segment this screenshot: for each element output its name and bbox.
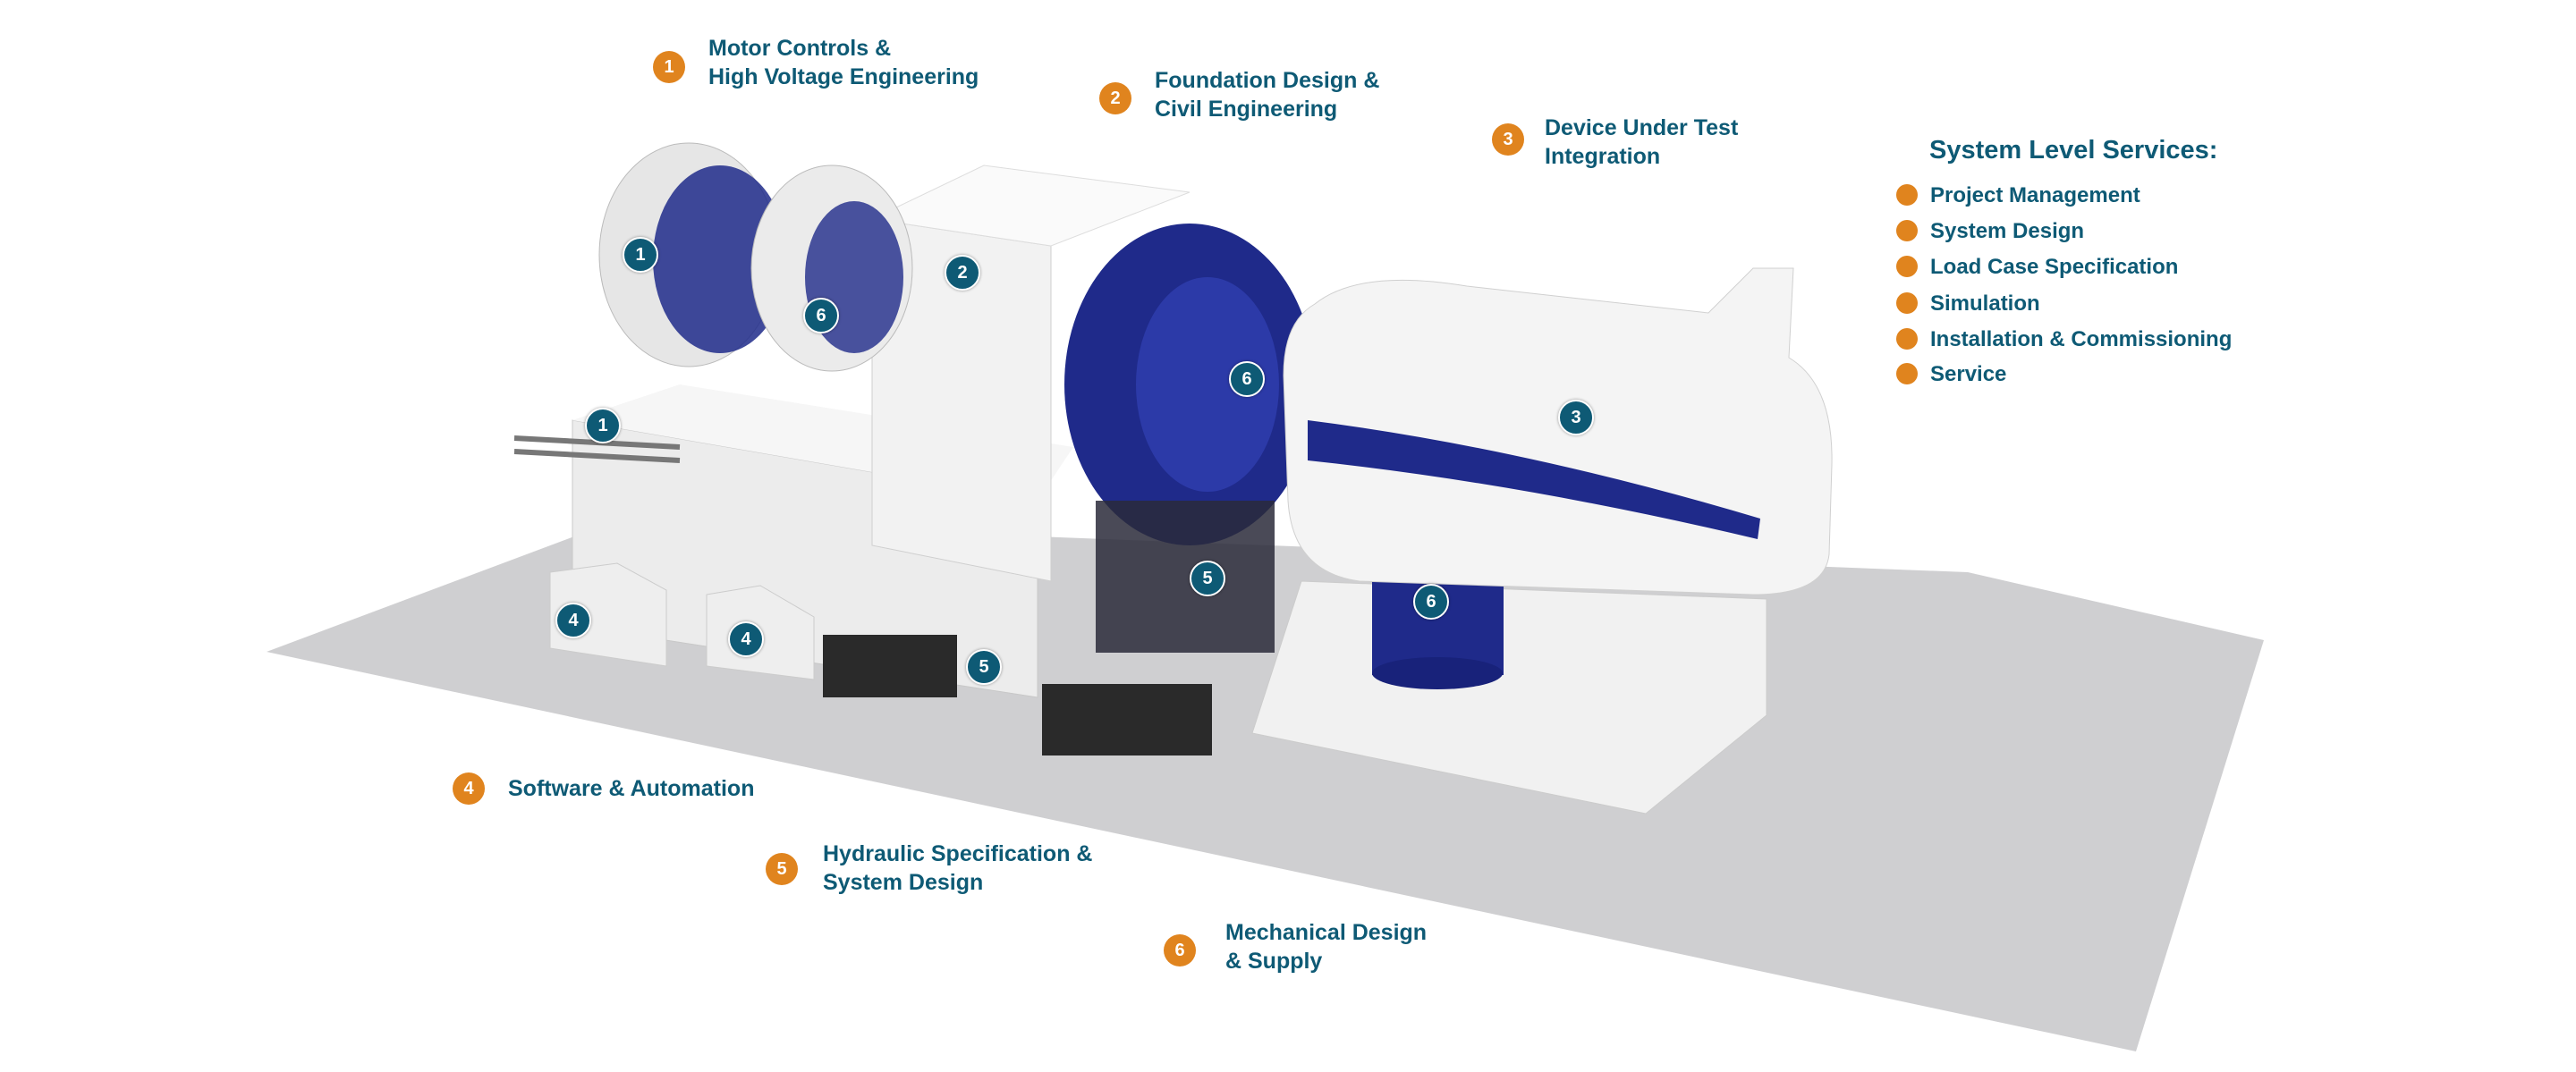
machine-badge: 5	[966, 649, 1002, 685]
service-item: Installation & Commissioning	[1896, 326, 2232, 353]
label-line: Motor Controls &	[708, 36, 892, 61]
label-line: Device Under Test	[1545, 115, 1739, 140]
service-item: Simulation	[1896, 291, 2040, 317]
label-software-automation: Software & Automation	[508, 774, 754, 803]
bullet-icon	[1896, 219, 1918, 241]
label-number-3: 3	[1492, 123, 1524, 156]
service-item: Service	[1896, 361, 2006, 388]
label-line: High Voltage Engineering	[708, 64, 979, 89]
label-line: Mechanical Design	[1225, 920, 1428, 945]
service-label: Simulation	[1930, 291, 2040, 316]
label-mechanical-design: Mechanical Design & Supply	[1225, 918, 1427, 975]
service-item: System Design	[1896, 218, 2084, 245]
service-label: Project Management	[1930, 183, 2140, 207]
label-number-1: 1	[653, 51, 685, 83]
label-foundation-design: Foundation Design & Civil Engineering	[1155, 66, 1379, 123]
label-number-5: 5	[766, 853, 798, 885]
hydraulic-unit	[823, 635, 957, 697]
bullet-icon	[1896, 291, 1918, 314]
service-label: System Design	[1930, 219, 2085, 243]
label-line: Foundation Design &	[1155, 68, 1380, 93]
machine-badge: 4	[555, 603, 591, 638]
machine-badge: 2	[945, 255, 980, 291]
service-label: Installation & Commissioning	[1930, 327, 2233, 351]
machine-badge: 1	[623, 237, 658, 273]
service-item: Project Management	[1896, 182, 2140, 209]
services-title: System Level Services:	[1929, 136, 2218, 165]
service-item: Load Case Specification	[1896, 254, 2178, 281]
machine-badge: 4	[728, 621, 764, 657]
bullet-icon	[1896, 255, 1918, 277]
service-label: Load Case Specification	[1930, 255, 2179, 279]
label-line: & Supply	[1225, 949, 1323, 974]
label-motor-controls: Motor Controls & High Voltage Engineering	[708, 34, 979, 91]
label-line: Hydraulic Specification &	[823, 841, 1093, 866]
bullet-icon	[1896, 327, 1918, 350]
nacelle-stripe	[1308, 420, 1760, 539]
control-cabinet	[549, 562, 667, 667]
machine-badge: 1	[585, 408, 621, 443]
label-line: Integration	[1545, 144, 1661, 169]
label-line: Software & Automation	[508, 776, 755, 801]
machine-badge: 5	[1190, 561, 1225, 596]
label-line: Civil Engineering	[1155, 97, 1338, 122]
machine-badge: 6	[1413, 584, 1449, 620]
label-number-4: 4	[453, 772, 485, 805]
label-number-6: 6	[1164, 934, 1196, 966]
machine-badge: 3	[1558, 400, 1594, 435]
label-hydraulic-specification: Hydraulic Specification & System Design	[823, 840, 1092, 897]
hydraulic-unit	[1042, 684, 1212, 755]
label-line: System Design	[823, 870, 984, 895]
bullet-icon	[1896, 183, 1918, 206]
machine-badge: 6	[803, 298, 839, 333]
foundation-wall-top	[870, 165, 1191, 247]
machine-badge: 6	[1229, 361, 1265, 397]
service-label: Service	[1930, 362, 2007, 386]
bullet-icon	[1896, 362, 1918, 384]
label-number-2: 2	[1099, 82, 1131, 114]
